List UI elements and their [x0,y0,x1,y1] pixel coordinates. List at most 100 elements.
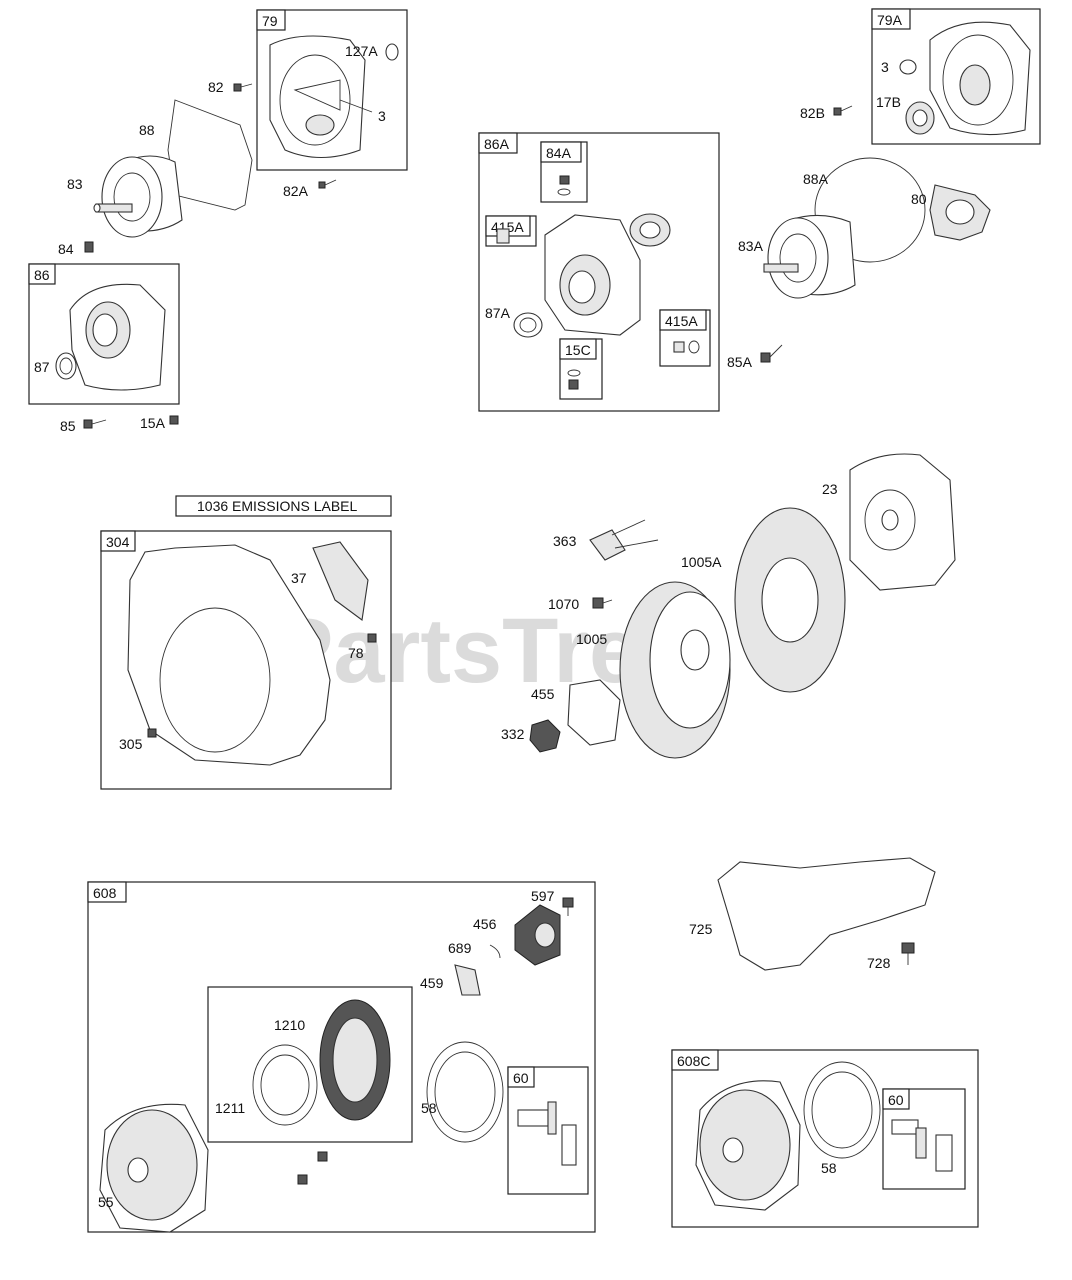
box-label-60-1: 60 [513,1070,529,1086]
seal-127A-part [385,43,399,61]
box-label-60-2: 60 [888,1092,904,1108]
bolt-1070-part [592,597,613,609]
part-label-83A: 83A [738,238,764,254]
starter-cup-455-part [567,679,621,746]
box-label-86A: 86A [484,136,510,152]
part-label-58: 58 [421,1100,437,1116]
assembly-box-608C: 608C 60 [671,1049,979,1228]
part-label-3: 3 [378,108,386,124]
bolt-85-part [83,419,107,429]
screw-78-part [367,633,377,643]
seal-3-part [899,59,917,75]
part-label-127A: 127A [345,43,378,59]
nut-332-part [529,719,561,753]
part-label-82B: 82B [800,105,825,121]
part-label-17B: 17B [876,94,901,110]
rope-58-part [426,1041,504,1143]
plug-84-part [84,241,94,253]
box-label-79A: 79A [877,12,903,28]
part-label-1005A: 1005A [681,554,722,570]
nut-608-part [317,1151,328,1162]
group-top-left-parts [84,83,337,253]
bolt-85A-part [760,344,783,363]
box-label-84A: 84A [546,145,572,161]
bolt-82B-part [833,105,853,116]
rope-58-608C-part [803,1061,881,1159]
assembly-box-79: 79 [256,9,408,171]
part-labels: 127A 82 3 88 83 82A 84 87 85 15A 3 17B 8… [34,43,927,1210]
part-label-85: 85 [60,418,76,434]
part-label-1210: 1210 [274,1017,305,1033]
part-label-80: 80 [911,191,927,207]
part-label-88: 88 [139,122,155,138]
part-label-725: 725 [689,921,713,937]
bolt-82-part [233,83,253,92]
seal-87-part [55,352,77,380]
part-label-459: 459 [420,975,444,991]
part-label-455: 455 [531,686,555,702]
part-label-332: 332 [501,726,525,742]
bolt-82A-part [318,179,337,189]
box-label-415A-2: 415A [665,313,698,329]
bracket-363-part [589,519,659,561]
emissions-label-box [175,495,392,517]
box-label-86: 86 [34,267,50,283]
part-label-82: 82 [208,79,224,95]
group-top-right-parts [760,105,991,363]
part-label-305: 305 [119,736,143,752]
part-label-82A: 82A [283,183,309,199]
part-label-23: 23 [822,481,838,497]
box-label-79: 79 [262,13,278,29]
gasket-88-part [167,99,253,211]
crankshaft-drum-83A-part [763,214,856,299]
handle-60-part [517,1109,549,1127]
pulley-subbox [207,986,413,1143]
part-label-37: 37 [291,570,307,586]
flywheel-group [529,453,956,759]
part-label-363: 363 [553,533,577,549]
part-label-83: 83 [67,176,83,192]
part-label-58-608C: 58 [821,1160,837,1176]
assembly-box-304: 304 [100,530,392,790]
part-label-456: 456 [473,916,497,932]
screw-305-part [147,728,157,738]
dog-459-part [454,964,481,996]
box-label-15C: 15C [565,342,591,358]
assembly-box-79A: 79A [871,8,1041,145]
flywheel-cover-23-part [849,453,956,591]
cooling-fan-1005A-part [734,507,846,693]
part-label-84: 84 [58,241,74,257]
seal-87A-part [513,312,543,338]
box-label-304: 304 [106,534,130,550]
part-label-85A: 85A [727,354,753,370]
part-label-15A: 15A [140,415,166,431]
box-label-608C: 608C [677,1053,710,1069]
spring-1211-part [252,1044,318,1126]
air-guide-37-part [312,541,369,621]
part-label-1005: 1005 [576,631,607,647]
clip-689-part [489,944,501,959]
blower-housing-304-part [127,544,331,766]
crankcase-cover-part [269,35,366,158]
cover-725-part [717,857,936,971]
part-label-689: 689 [448,940,472,956]
gasket-88A-part [814,157,926,263]
part-label-597: 597 [531,888,555,904]
assembly-box-86A: 86A 84A 415A 415A 15C [478,132,720,412]
part-label-55: 55 [98,1194,114,1210]
flywheel-1005-part [619,581,731,759]
starter-housing-55-part [99,1103,209,1233]
handle-60-608C-part [891,1119,919,1135]
part-label-1211: 1211 [215,1100,245,1116]
screw-597-part [562,897,574,916]
part-label-78: 78 [348,645,364,661]
part-label-88A: 88A [803,171,829,187]
screw-608-part [297,1174,308,1185]
part-label-3-79A: 3 [881,59,889,75]
emissions-label-text: 1036 EMISSIONS LABEL [197,498,358,514]
screw-728-part [901,942,915,965]
box-label-608: 608 [93,885,117,901]
starter-housing-608C-part [695,1080,801,1211]
assembly-box-608: 608 60 [87,881,596,1233]
